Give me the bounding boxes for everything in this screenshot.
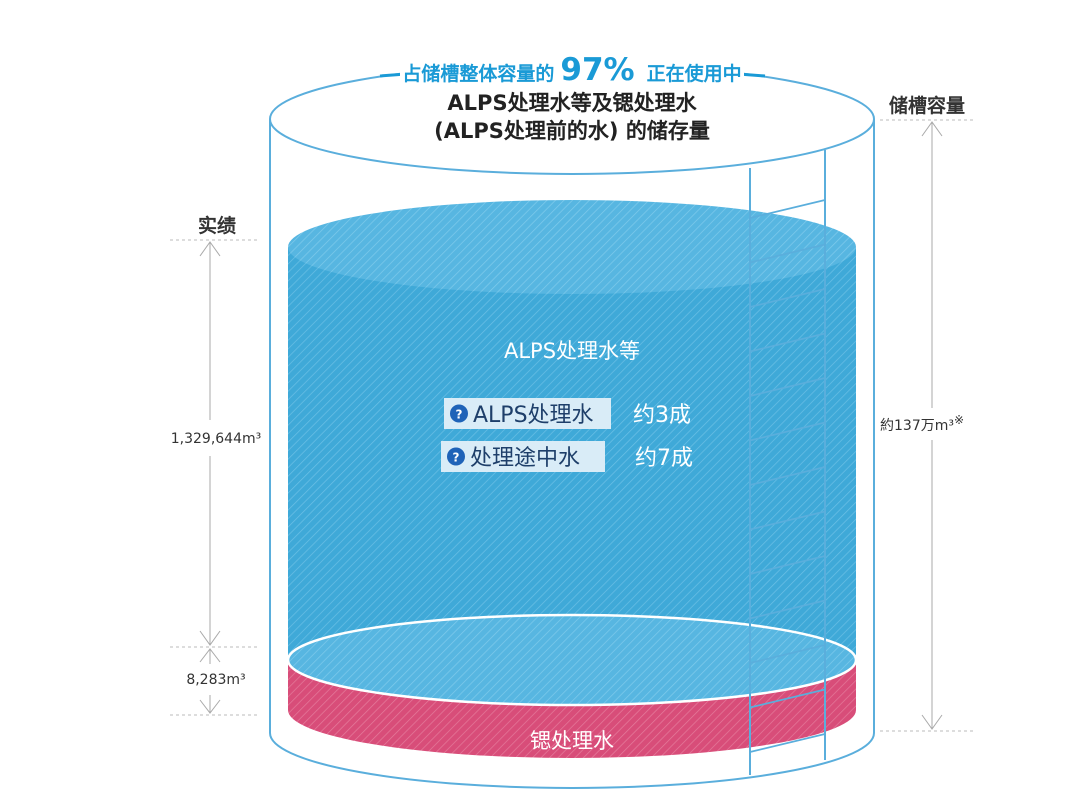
title-line-2: (ALPS处理前的水) 的储存量 bbox=[434, 119, 710, 143]
legend-name-alps: ALPS处理水 bbox=[473, 403, 594, 428]
ladder-rung bbox=[749, 199, 826, 219]
ladder-rung bbox=[749, 243, 826, 264]
ladder-rung bbox=[749, 599, 826, 620]
tank-outline bbox=[269, 119, 875, 789]
title-line-1: ALPS处理水等及锶处理水 bbox=[447, 91, 697, 115]
ladder-rung bbox=[749, 421, 826, 442]
usage-percent: 97% bbox=[560, 52, 634, 88]
alps-volume-value: 1,329,644m³ bbox=[171, 431, 262, 447]
strontium-label: 锶处理水 bbox=[530, 729, 614, 753]
ladder-rung bbox=[749, 510, 826, 531]
legend-item-processing: ? 处理途中水 约7成 bbox=[441, 441, 693, 472]
svg-text:?: ? bbox=[456, 408, 463, 422]
ladder-rung bbox=[749, 377, 826, 397]
alps-water-label: ALPS处理水等 bbox=[504, 339, 640, 363]
boundary-surface bbox=[286, 613, 858, 707]
svg-text:?: ? bbox=[453, 451, 460, 465]
ladder-rung bbox=[749, 288, 826, 308]
usage-banner: 占储槽整体容量的 97% 正在使用中 bbox=[379, 52, 766, 92]
ladder-rung bbox=[749, 555, 826, 575]
alps-water-body bbox=[286, 200, 858, 707]
left-measurement: 实绩 1,329,644m³ 8,283m³ bbox=[170, 214, 262, 716]
svg-text:約137万m³※: 約137万m³※ bbox=[880, 413, 964, 434]
capacity-value: 約137万m³ bbox=[880, 418, 954, 434]
strontium-volume-value: 8,283m³ bbox=[186, 672, 245, 688]
ladder-rung bbox=[749, 733, 826, 753]
water-surface bbox=[288, 200, 856, 294]
question-icon bbox=[447, 447, 465, 466]
legend-item-alps: ? ALPS处理水 约3成 bbox=[444, 398, 691, 429]
legend-name-processing: 处理途中水 bbox=[470, 446, 580, 471]
question-icon bbox=[450, 404, 468, 423]
ladder-rung bbox=[749, 688, 826, 709]
banner-prefix: 占储槽整体容量的 bbox=[402, 62, 554, 85]
legend-share-alps: 约3成 bbox=[633, 403, 691, 428]
actual-heading: 实绩 bbox=[198, 214, 236, 237]
legend-share-processing: 约7成 bbox=[635, 446, 693, 471]
capacity-heading: 储槽容量 bbox=[889, 94, 965, 117]
ladder-rung bbox=[749, 644, 826, 664]
ladder bbox=[749, 150, 826, 775]
ladder-rung bbox=[749, 466, 826, 486]
ladder-rung bbox=[749, 332, 826, 353]
banner-suffix: 正在使用中 bbox=[647, 62, 742, 85]
note-mark: ※ bbox=[954, 413, 964, 427]
right-measurement: 储槽容量 約137万m³※ bbox=[880, 94, 975, 732]
